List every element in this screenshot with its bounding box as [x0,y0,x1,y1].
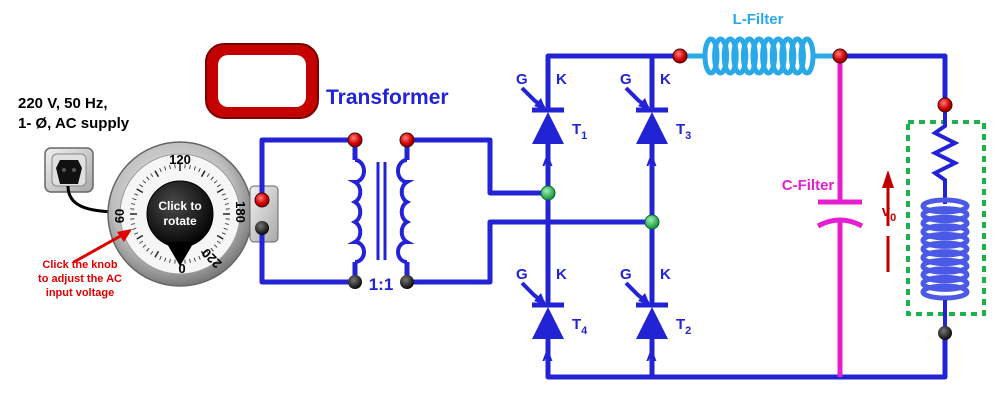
dial-tick-60: 60 [112,209,127,223]
secondary-red-terminal [399,132,415,148]
anode-label: A [542,348,553,365]
l-filter-inductor [680,36,840,76]
thyristor-t3: G K A T3 [620,71,691,170]
knob-label-line2: rotate [163,214,197,228]
bridge-node-right [644,214,660,230]
anode-label: A [542,153,553,170]
load-red-terminal [937,97,953,113]
thyristor-t2: G K A T2 [620,266,691,365]
transformer-secondary-coil [396,158,415,264]
gate-label: G [620,71,632,88]
bridge-node-left [540,185,556,201]
output-voltage-label: v0 [882,203,896,224]
transformer-core [376,162,387,260]
thyristor-name: T3 [676,121,691,142]
dial-tick-0: 0 [178,261,185,276]
terminals [254,48,953,340]
variac-red-terminal [254,192,270,208]
thyristor-name: T4 [572,316,588,337]
hint-line1: Click the knob [42,259,117,271]
hint-line2: to adjust the AC [38,273,122,285]
c-filter-label: C-Filter [782,177,835,194]
dial-tick-180: 180 [233,201,248,223]
variac-black-terminal [255,221,269,235]
load-resistor [930,105,960,198]
dial-tick-120: 120 [169,152,191,167]
thyristor-name: T2 [676,316,691,337]
gate-label: G [620,266,632,283]
scope-screen-icon [205,43,319,119]
l-filter-out-terminal [832,48,848,64]
l-filter-label: L-Filter [733,11,784,28]
knob-label-line1: Click to [158,199,201,213]
cathode-label: K [660,71,671,88]
transformer-ratio: 1:1 [369,275,394,294]
gate-label: G [516,266,528,283]
cathode-label: K [556,266,567,283]
wall-socket-icon [44,147,94,193]
c-filter-capacitor [816,56,864,377]
transformer-title: Transformer [326,86,449,109]
load-black-terminal [938,326,952,340]
variac-knob-button[interactable]: Click to rotate [146,180,214,266]
secondary-black-terminal [400,275,414,289]
load-inductor [920,197,970,301]
output-voltage-arrow-icon [882,170,894,272]
anode-label: A [646,153,657,170]
cathode-label: K [660,266,671,283]
cathode-label: K [556,71,567,88]
transformer-primary-coil [347,158,366,264]
hint-line3: input voltage [46,287,114,299]
l-filter-in-terminal [672,48,688,64]
thyristor-t1: G K A T1 [516,71,587,170]
hint-arrow-icon [73,229,132,264]
thyristor-t4: G K A T4 [516,266,588,365]
primary-red-terminal [347,132,363,148]
primary-black-terminal [348,275,362,289]
supply-label-line2: 1- Ø, AC supply [18,115,130,132]
supply-label-line1: 220 V, 50 Hz, [18,95,108,112]
thyristor-name: T1 [572,121,587,142]
anode-label: A [646,348,657,365]
gate-label: G [516,71,528,88]
